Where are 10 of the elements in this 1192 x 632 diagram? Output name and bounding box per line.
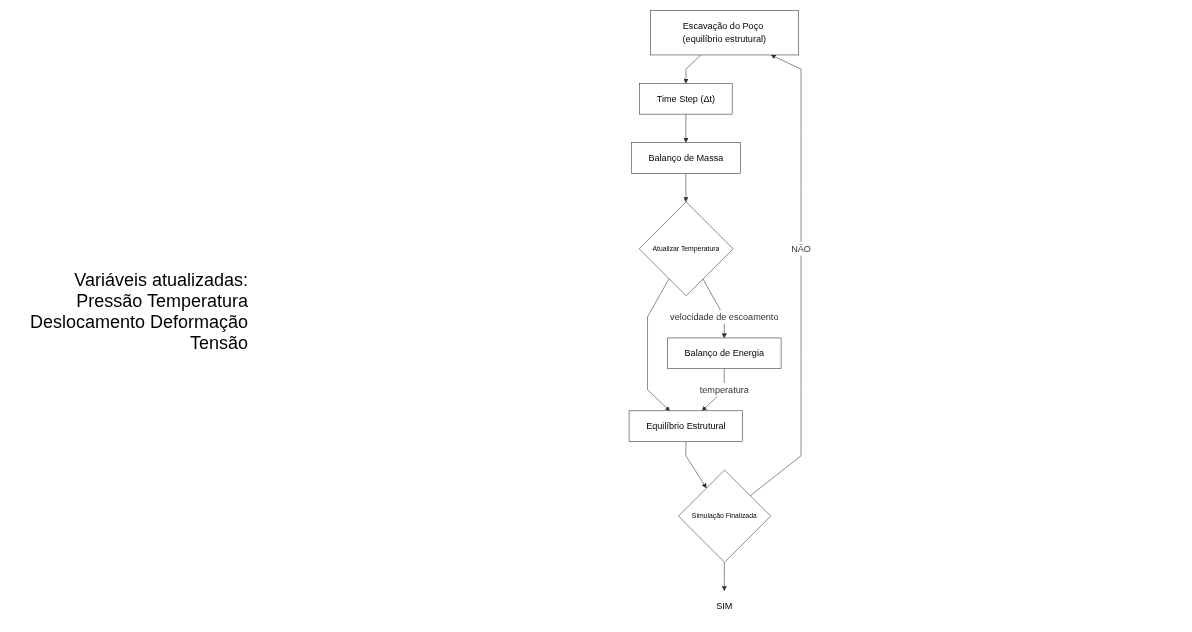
node-box: Balanço de Massa (631, 142, 741, 174)
edge-label: NÃO (791, 243, 811, 254)
node-box: Time Step (Δt) (639, 83, 733, 115)
node-box: Balanço de Energia (667, 337, 782, 369)
node-text: SIM (716, 600, 733, 611)
note-text: Variáveis atualizadas: Pressão Temperatura Deslocamento Deformação Tensão (28, 270, 248, 354)
node-box: Escavação do Poço (equilíbrio estrutural) (650, 10, 799, 56)
node-box: Equilíbrio Estrutural (628, 410, 743, 442)
edge-label: temperatura (699, 384, 749, 395)
edge-label: velocidade de escoamento (670, 311, 779, 322)
